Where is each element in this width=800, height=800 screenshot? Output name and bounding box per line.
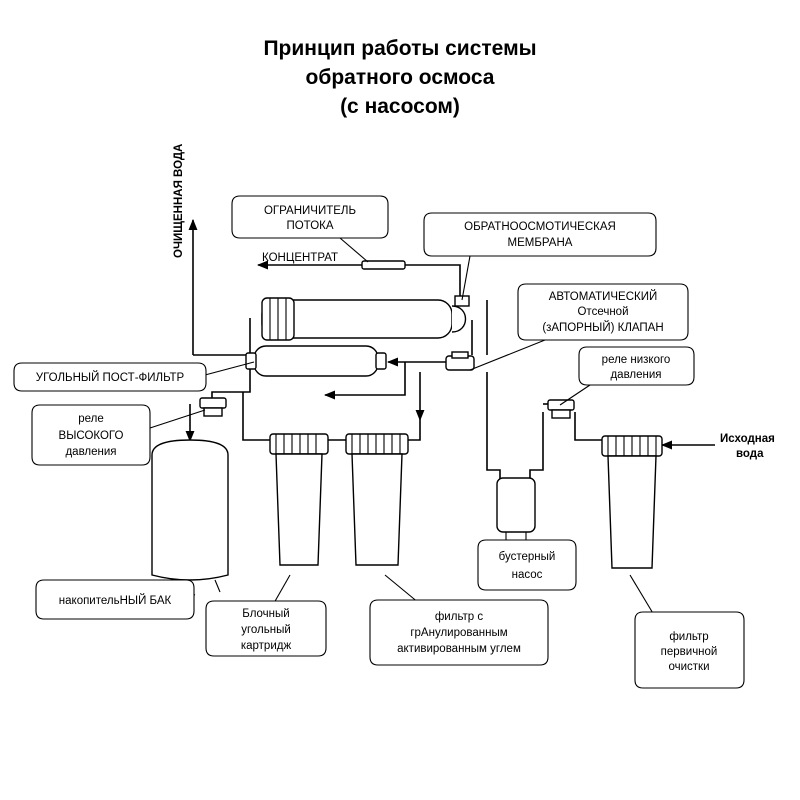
title-line-3: (с насосом) [340, 95, 460, 118]
booster-label-2: насос [512, 569, 543, 581]
block-carbon-callout [205, 600, 327, 657]
membrane-label-1: ОБРАТНООСМОТИЧЕСКАЯ [464, 221, 616, 233]
membrane-label-2: МЕМБРАНА [508, 237, 573, 249]
booster-label-1: бустерный [499, 551, 556, 563]
low-pressure-relay [547, 399, 575, 419]
loop-pipe [323, 362, 406, 400]
concentrate-pipe [405, 264, 461, 297]
pump-outlet-pipe [486, 372, 501, 480]
block-carbon-label-3: картридж [241, 640, 292, 652]
granular-label-2: грАнулированным [410, 627, 507, 639]
granular-callout [369, 599, 549, 666]
low-relay-label-2: давления [610, 369, 661, 381]
auto-valve-label-3: (зАПОРНЫЙ) КЛАПАН [542, 321, 663, 334]
auto-shutoff-valve [445, 351, 475, 371]
booster-pump [496, 477, 536, 540]
carbon-post-callout [13, 362, 207, 392]
auto-valve-label-1: АВТОМАТИЧЕСКИЙ [549, 290, 658, 303]
pre-filter [601, 435, 663, 569]
tank-label: накопительНЫЙ БАК [59, 594, 172, 607]
high-relay-label-2: ВЫСОКОГО [59, 430, 124, 442]
prefilter-label-1: фильтр [669, 631, 708, 643]
booster-callout [477, 539, 577, 591]
low-relay-callout [578, 346, 695, 386]
title-line-1: Принцип работы системы [263, 37, 537, 60]
pump-inlet-pipe [529, 412, 544, 480]
concentrate-label: КОНЦЕНТРАТ [262, 252, 338, 264]
source-water-label-2: вода [736, 448, 764, 460]
granular-label-3: активированным углем [397, 643, 521, 655]
high-relay-callout [31, 404, 151, 466]
prefilter-label-3: очистки [668, 661, 709, 673]
block-carbon-inlet-pipe [242, 392, 270, 441]
auto-valve-callout [517, 283, 689, 341]
low-relay-label-1: реле низкого [602, 354, 671, 366]
carbon-post-filter [245, 345, 387, 377]
auto-valve-label-2: Отсечной [577, 306, 628, 318]
granular-outlet-pipe [408, 420, 421, 441]
membrane-callout [423, 212, 657, 257]
high-relay-label-1: реле [78, 413, 104, 425]
source-water-label-1: Исходная [720, 433, 775, 445]
flow-limiter-label-1: ОГРАНИЧИТЕЛЬ [264, 205, 356, 217]
clean-water-label: ОЧИЩЕННАЯ ВОДА [173, 144, 185, 258]
granular-carbon-filter [345, 433, 409, 566]
granular-label-1: фильтр с [435, 611, 484, 623]
prefilter-label-2: первичной [661, 646, 718, 658]
high-pressure-relay [199, 397, 227, 417]
pipes [185, 218, 715, 480]
block-carbon-filter [269, 433, 329, 566]
ro-membrane-housing [261, 295, 470, 341]
flow-limiter-callout [231, 195, 389, 239]
flow-limiter-label-2: ПОТОКА [286, 220, 333, 232]
block-carbon-label-2: угольный [241, 624, 291, 636]
high-relay-label-3: давления [65, 446, 116, 458]
storage-tank [151, 439, 229, 593]
block-carbon-label-1: Блочный [242, 608, 289, 620]
carbon-post-label: УГОЛЬНЫЙ ПОСТ-ФИЛЬТР [36, 371, 185, 384]
tank-callout [35, 579, 195, 620]
prefilter-callout [634, 611, 745, 689]
diagram-title: Принцип работы системы обратного осмоса … [0, 34, 800, 121]
title-line-2: обратного осмоса [305, 66, 495, 89]
flow-limiter [361, 260, 406, 270]
relay-to-prefilter-pipe [574, 412, 602, 441]
